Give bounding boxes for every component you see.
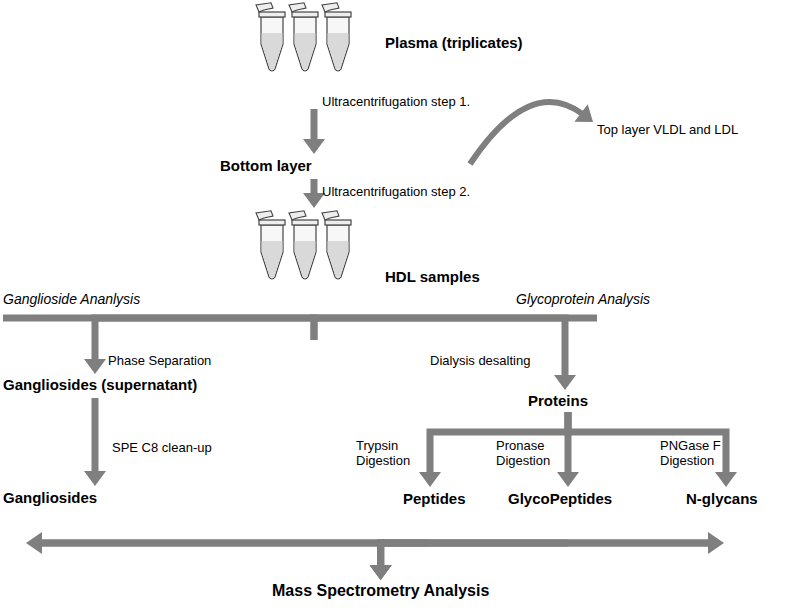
- tube-liquid: [295, 241, 316, 278]
- stage-label: N-glycans: [686, 490, 758, 508]
- stage-label: GlycoPeptides: [508, 490, 612, 508]
- connector-arrow: [84, 398, 106, 486]
- stage-text: Plasma (triplicates): [385, 34, 523, 52]
- step-label: SPE C8 clean-up: [112, 440, 212, 455]
- arrowhead: [84, 359, 106, 374]
- stage-label: Gangliosides: [3, 489, 97, 507]
- tube-liquid: [328, 33, 349, 70]
- tube-lid: [322, 3, 339, 12]
- tube-lid: [289, 211, 306, 220]
- tube-body: [261, 17, 283, 71]
- stage-label: Bottom layer: [220, 157, 312, 175]
- stage-text: N-glycans: [686, 490, 758, 508]
- connector-line: [470, 102, 583, 164]
- stage-text: Peptides: [403, 490, 466, 508]
- connector-arrow: [314, 318, 576, 390]
- stage-text: Proteins: [528, 392, 588, 410]
- tube-lid: [289, 3, 306, 12]
- arrowhead: [715, 472, 737, 487]
- stage-label: Peptides: [403, 490, 466, 508]
- branch-heading: Ganglioside Ananlysis: [3, 291, 140, 307]
- stage-label: Proteins: [528, 392, 588, 410]
- tube-rim: [325, 220, 351, 225]
- tube-body: [327, 225, 349, 279]
- tube-body: [261, 225, 283, 279]
- tube-liquid: [262, 241, 283, 278]
- stage-text: Mass Spectrometry Analysis: [272, 582, 489, 600]
- tube-rim: [259, 12, 285, 17]
- arrowhead: [303, 193, 325, 208]
- stage-label: Gangliosides (supernatant): [3, 376, 197, 394]
- tube-body: [327, 17, 349, 71]
- connector-arrow: [84, 318, 314, 374]
- connector-line: [314, 318, 565, 378]
- step-label: PNGase F Digestion: [660, 438, 722, 468]
- connector-line: [311, 109, 318, 142]
- stage-text: Gangliosides: [3, 489, 97, 507]
- connector-line: [568, 412, 726, 475]
- step-label: Dialysis desalting: [430, 353, 530, 368]
- tube-lid: [322, 211, 339, 220]
- step-label: Ultracentrifugation step 1.: [322, 94, 470, 109]
- tube-lid: [256, 3, 273, 12]
- connector-line: [381, 543, 568, 568]
- bar-arrowhead: [708, 532, 724, 554]
- sample-tubes-node: Plasma (triplicates): [255, 2, 523, 108]
- connector-line: [381, 543, 708, 568]
- step-label: Pronase Digestion: [496, 438, 562, 468]
- tube-liquid: [262, 33, 283, 70]
- tube-rim: [259, 220, 285, 225]
- tube-rim: [292, 12, 318, 17]
- connector-line: [430, 412, 568, 475]
- tube-body: [294, 225, 316, 279]
- tube-lid: [256, 211, 273, 220]
- connector-arrow: [370, 543, 568, 580]
- stage-text: Bottom layer: [220, 157, 312, 175]
- tube-liquid: [328, 241, 349, 278]
- stage-text: HDL samples: [385, 268, 480, 286]
- connector-arrow: [370, 543, 708, 580]
- arrowhead: [370, 565, 392, 580]
- connector-arrow: [42, 543, 392, 580]
- tube-body: [294, 17, 316, 71]
- tube-rim: [325, 12, 351, 17]
- connector-arrow: [568, 412, 737, 487]
- connector-line: [42, 543, 381, 568]
- arrowhead: [370, 565, 392, 580]
- arrowhead: [419, 472, 441, 487]
- arrowhead: [557, 472, 579, 487]
- arrowhead: [574, 104, 593, 122]
- tube-illustration: [255, 210, 367, 284]
- tube-liquid: [295, 33, 316, 70]
- branch-heading: Glycoprotein Analysis: [516, 291, 650, 307]
- arrowhead: [554, 375, 576, 390]
- step-label: Trypsin Digestion: [356, 438, 422, 468]
- arrowhead: [84, 471, 106, 486]
- bar-arrowhead: [26, 532, 42, 554]
- arrowhead: [303, 139, 325, 154]
- connector-line: [381, 543, 430, 568]
- step-label: Ultracentrifugation step 2.: [322, 184, 470, 199]
- arrowhead: [370, 565, 392, 580]
- connector-arrow: [470, 102, 593, 164]
- step-label: Phase Separation: [108, 353, 211, 368]
- connector-arrow: [419, 412, 568, 487]
- stage-text: Gangliosides (supernatant): [3, 376, 197, 394]
- connector-arrow: [303, 109, 325, 154]
- tube-rim: [292, 220, 318, 225]
- connector-arrow: [303, 179, 325, 208]
- stage-text: GlycoPeptides: [508, 490, 612, 508]
- stage-text: Top layer VLDL and LDL: [597, 121, 738, 139]
- connector-line: [92, 398, 99, 474]
- stage-label: Top layer VLDL and LDL: [597, 121, 738, 139]
- arrowhead: [370, 565, 392, 580]
- sample-tubes-node: HDL samples: [255, 210, 480, 340]
- stage-label: Mass Spectrometry Analysis: [272, 582, 489, 600]
- tube-illustration: [255, 2, 367, 76]
